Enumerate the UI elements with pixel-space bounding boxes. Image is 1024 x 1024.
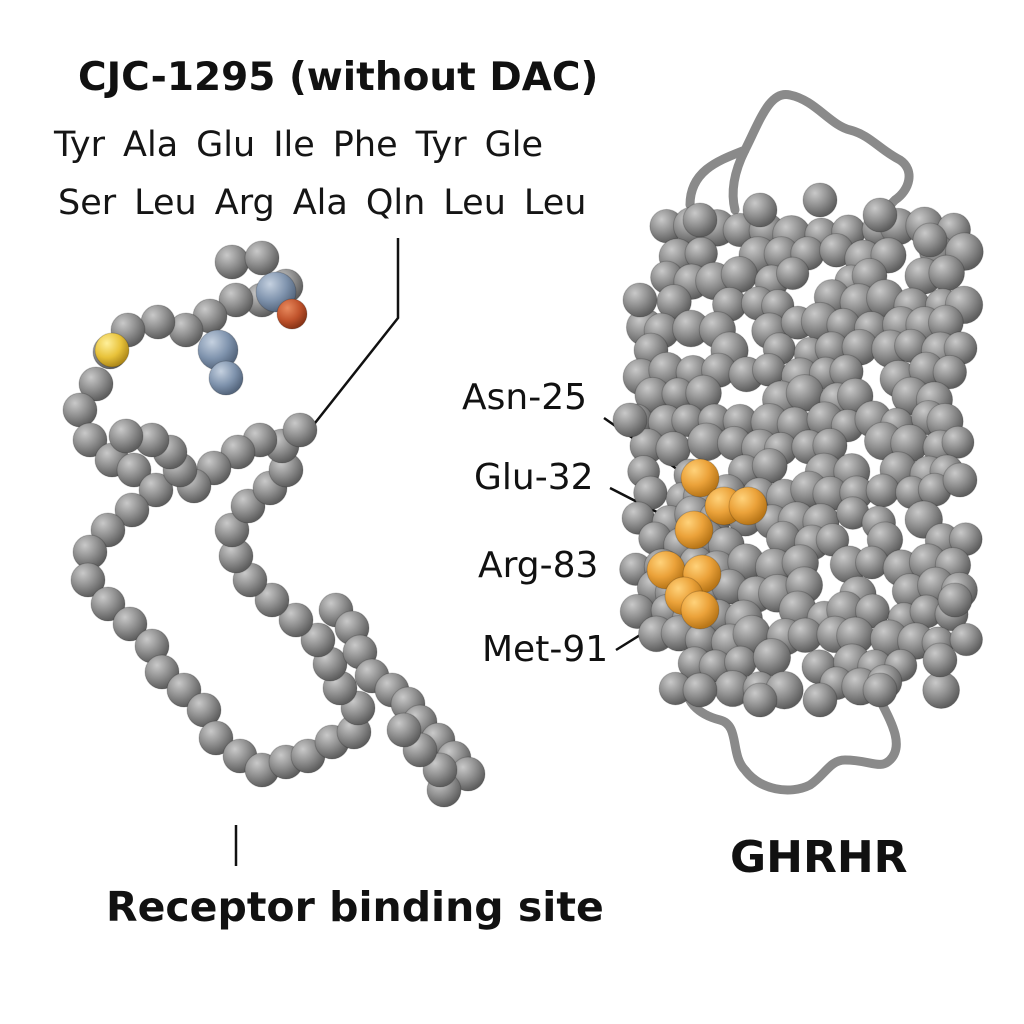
- binding-residue-bead: [680, 590, 720, 630]
- sulfur-atom: [94, 332, 130, 368]
- sequence-pointer-line: [299, 238, 400, 443]
- binding-residues: [646, 458, 768, 630]
- peptide-bead: [78, 366, 114, 402]
- receptor-bead: [865, 473, 900, 508]
- peptide-bead: [214, 512, 250, 548]
- binding-residue-bead: [680, 458, 720, 498]
- glu-32-label: Glu-32: [474, 457, 594, 498]
- asn-25-label: Asn-25: [462, 377, 587, 418]
- receptor-loops: [682, 90, 914, 795]
- receptor-bead: [612, 402, 648, 438]
- receptor-bead: [922, 642, 958, 678]
- receptor-bead: [912, 222, 948, 258]
- peptide-bead: [90, 586, 126, 622]
- peptide-bead: [220, 434, 256, 470]
- intracellular-loop: [682, 675, 901, 795]
- met-91-label: Met-91: [482, 629, 609, 670]
- peptide-bead: [70, 562, 106, 598]
- binding-site-label: Receptor binding site: [106, 883, 604, 931]
- peptide-bead: [244, 240, 280, 276]
- residue-label: Gle: [484, 125, 544, 165]
- residue-label: Leu: [523, 183, 587, 223]
- arg-83-label: Arg-83: [478, 545, 599, 586]
- receptor-body: [612, 182, 984, 718]
- oxygen-atom: [276, 298, 308, 330]
- receptor-bead: [854, 545, 889, 580]
- diagram-title: CJC-1295 (without DAC): [78, 55, 599, 100]
- nitrogen-atom: [208, 360, 244, 396]
- receptor-bead: [802, 182, 838, 218]
- receptor-bead: [802, 682, 838, 718]
- peptide-bead: [72, 422, 108, 458]
- binding-residue-bead: [728, 486, 768, 526]
- receptor-bead: [949, 622, 984, 657]
- peptide-chain: [62, 240, 486, 808]
- residue-label: Ser: [58, 183, 117, 223]
- peptide-bead: [386, 712, 422, 748]
- receptor-bead: [862, 197, 898, 233]
- receptor-bead: [932, 354, 968, 390]
- peptide-bead: [114, 492, 150, 528]
- residue-label: Ala: [123, 125, 179, 165]
- receptor-bead: [942, 462, 978, 498]
- peptide-bead: [138, 472, 174, 508]
- peptide-bead: [140, 304, 176, 340]
- receptor-bead: [742, 682, 778, 718]
- receptor-bead: [752, 638, 792, 677]
- residue-label: Leu: [443, 183, 506, 223]
- peptide-bead: [254, 582, 290, 618]
- peptide-bead: [116, 452, 152, 488]
- peptide-bead: [62, 392, 98, 428]
- extracellular-loop-2: [728, 145, 750, 215]
- residue-label: Tyr: [54, 125, 106, 165]
- peptide-bead: [108, 418, 144, 454]
- peptide-bead: [278, 602, 314, 638]
- residue-label: Ile: [273, 125, 315, 165]
- sequence-row-1: Tyr Ala Glu Ile Phe Tyr Gle: [54, 128, 561, 163]
- receptor-bead: [682, 672, 718, 708]
- receptor-bead: [622, 282, 658, 318]
- residue-label: Glu: [196, 125, 256, 165]
- peptide-bead: [198, 720, 234, 756]
- receptor-bead: [742, 192, 778, 228]
- peptide-bead: [218, 282, 254, 318]
- residue-label: Ala: [292, 183, 348, 223]
- receptor-bead: [682, 202, 718, 238]
- peptide-bead: [282, 412, 318, 448]
- residue-label: Arg: [214, 183, 275, 223]
- receptor-bead: [775, 256, 810, 291]
- residue-label: Phe: [332, 125, 398, 165]
- peptide-bead: [214, 244, 250, 280]
- receptor-bead: [862, 672, 898, 708]
- receptor-bead: [928, 254, 966, 292]
- residue-label: Leu: [134, 183, 197, 223]
- peptide-bead: [300, 622, 336, 658]
- residue-label: Qln: [365, 183, 426, 223]
- residue-label: Tyr: [415, 125, 467, 165]
- sequence-row-2: Ser Leu Arg Ala Qln Leu Leu: [58, 186, 605, 221]
- receptor-name: GHRHR: [730, 832, 908, 883]
- receptor-bead: [941, 425, 975, 459]
- receptor-bead: [937, 582, 973, 618]
- peptide-bead: [112, 606, 148, 642]
- binding-residue-bead: [674, 510, 714, 550]
